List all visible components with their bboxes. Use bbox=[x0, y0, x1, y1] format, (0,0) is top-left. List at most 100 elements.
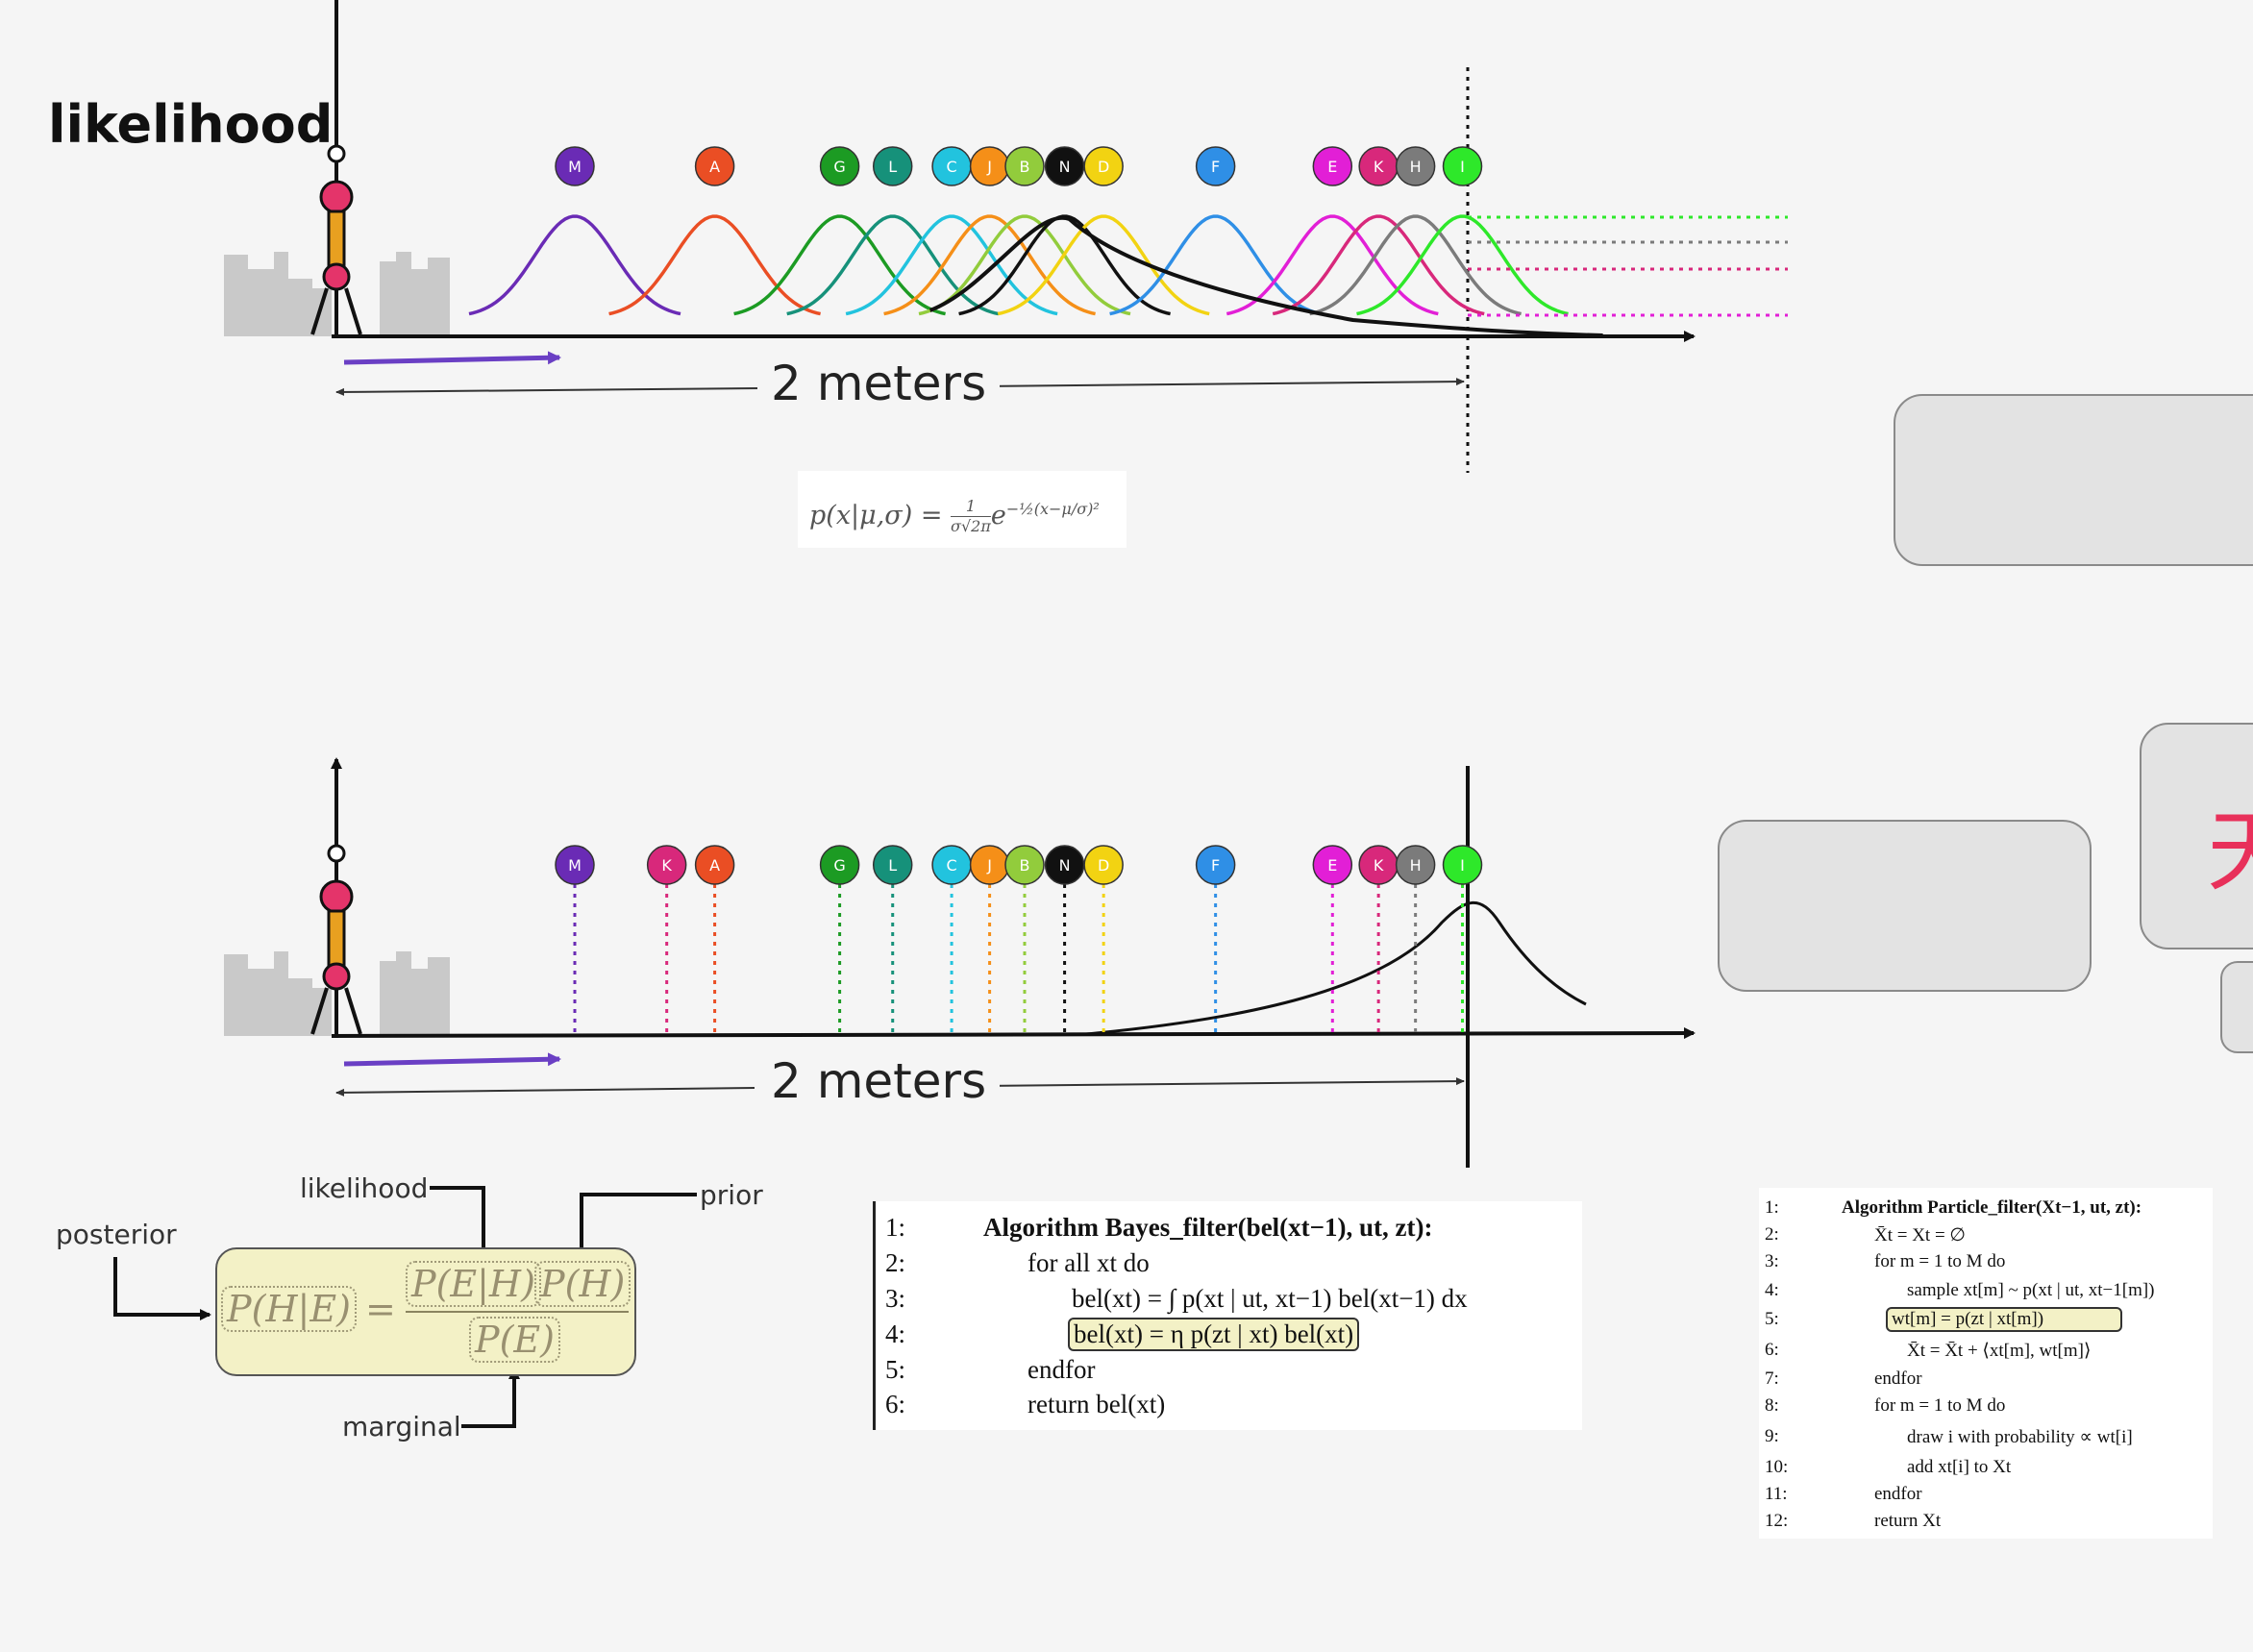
marker-letter: D bbox=[1098, 856, 1109, 875]
likelihood-title: likelihood bbox=[48, 94, 334, 155]
tower-icon-bottom bbox=[310, 844, 362, 1035]
alg-line-highlighted: wt[m] = p(zt | xt[m]) bbox=[1886, 1307, 2122, 1332]
alg-line-number: 5: bbox=[1765, 1309, 1779, 1329]
marker-circle bbox=[1083, 146, 1124, 186]
alg-line-number: 1: bbox=[1765, 1197, 1779, 1218]
alg-line-number: 2: bbox=[885, 1248, 906, 1277]
alg-line-number: 6: bbox=[1765, 1340, 1779, 1360]
marker-letter: L bbox=[888, 856, 897, 875]
alg-line-number: 4: bbox=[885, 1319, 906, 1348]
alg-line: X̄t = X̄t + ⟨xt[m], wt[m]⟩ bbox=[1907, 1341, 2092, 1361]
alg-line: bel(xt) = ∫ p(xt | ut, xt−1) bel(xt−1) d… bbox=[1072, 1284, 1468, 1313]
side-card-4 bbox=[2220, 961, 2253, 1053]
distance-arrow-right-top bbox=[979, 378, 1465, 387]
alg-line: return bel(xt) bbox=[1027, 1390, 1166, 1418]
alg-line: add xt[i] to Xt bbox=[1907, 1457, 2012, 1477]
bayes-arrows bbox=[113, 1186, 697, 1428]
alg-line-number: 6: bbox=[885, 1390, 906, 1418]
alg-line-number: 11: bbox=[1765, 1484, 1788, 1504]
alg-line-number: 3: bbox=[885, 1284, 906, 1313]
alg-line: endfor bbox=[1874, 1484, 1922, 1504]
likelihood-curve-tail bbox=[928, 215, 1603, 337]
marker-circle bbox=[1195, 845, 1236, 885]
likelihood-curve bbox=[608, 214, 821, 316]
alg-line: Algorithm Bayes_filter(bel(xt−1), ut, zt… bbox=[983, 1213, 1433, 1242]
marker-letter: C bbox=[946, 856, 956, 875]
marker-letter: K bbox=[1374, 856, 1384, 875]
marker-letter: F bbox=[1211, 158, 1220, 176]
likelihood-curve bbox=[1309, 214, 1522, 316]
marker-circle bbox=[646, 845, 687, 885]
motion-arrow-bottom bbox=[343, 1052, 561, 1067]
formula-exp-base: e bbox=[990, 501, 1006, 530]
marker-letter: E bbox=[1327, 158, 1337, 176]
marker-circle bbox=[1442, 845, 1483, 885]
marker-letter: B bbox=[1020, 158, 1030, 176]
likelihood-curve bbox=[883, 214, 1096, 316]
marker-letter: J bbox=[986, 158, 992, 176]
likelihood-curve bbox=[468, 214, 681, 316]
marker-circle bbox=[1004, 146, 1045, 186]
marker-circle bbox=[1395, 845, 1436, 885]
posterior-term: P(H|E) bbox=[221, 1286, 357, 1332]
distance-arrow-right-bottom bbox=[979, 1077, 1465, 1087]
marker-letter: K bbox=[1374, 158, 1384, 176]
alg-line: endfor bbox=[1874, 1368, 1922, 1389]
marker-letter: I bbox=[1460, 158, 1465, 176]
side-card-1 bbox=[1894, 394, 2253, 566]
marker-circle bbox=[1442, 146, 1483, 186]
marker-letter: L bbox=[888, 158, 897, 176]
likelihood-curve bbox=[1109, 214, 1322, 316]
marker-circle bbox=[872, 146, 913, 186]
marker-letter: H bbox=[1410, 856, 1422, 875]
alg-line-number: 8: bbox=[1765, 1395, 1779, 1416]
marker-circle bbox=[1004, 845, 1045, 885]
marginal-term: P(E) bbox=[469, 1317, 560, 1363]
distance-arrow-left-bottom bbox=[335, 1087, 755, 1097]
likelihood-curve bbox=[1226, 214, 1439, 316]
marker-letter: A bbox=[709, 158, 720, 176]
marker-circle bbox=[1312, 845, 1353, 885]
marker-circle bbox=[819, 146, 860, 186]
likelihood-curve bbox=[918, 214, 1131, 316]
likelihood-curve bbox=[1272, 214, 1485, 316]
alg-line: sample xt[m] ~ p(xt | ut, xt−1[m]) bbox=[1907, 1280, 2155, 1300]
marker-letter: M bbox=[568, 158, 582, 176]
alg-line-number: 4: bbox=[1765, 1280, 1779, 1300]
marker-letter: E bbox=[1327, 856, 1337, 875]
likelihood-level-lines bbox=[1468, 215, 1788, 317]
alg-line-number: 3: bbox=[1765, 1251, 1779, 1271]
bayes-rule-box: P(H|E) = P(E|H) P(H) P(E) bbox=[215, 1247, 636, 1376]
bayes-filter-algorithm: 1: Algorithm Bayes_filter(bel(xt−1), ut,… bbox=[873, 1201, 1582, 1430]
city-skyline-top bbox=[224, 252, 450, 336]
fraction-bar bbox=[406, 1311, 629, 1313]
marker-letter: K bbox=[661, 856, 672, 875]
distance-arrow-left-top bbox=[335, 387, 760, 396]
formula-lhs: p(x|μ,σ) = bbox=[809, 501, 943, 530]
marker-circle bbox=[555, 146, 595, 186]
alg-line-highlighted: bel(xt) = η p(zt | xt) bel(xt) bbox=[1068, 1318, 1360, 1351]
marker-circle bbox=[555, 845, 595, 885]
particle-filter-algorithm: 1: Algorithm Particle_filter(Xt−1, ut, z… bbox=[1759, 1188, 2213, 1539]
likelihood-curve bbox=[786, 214, 1000, 316]
marker-letter: I bbox=[1460, 856, 1465, 875]
marker-circle bbox=[819, 845, 860, 885]
alg-line-number: 10: bbox=[1765, 1457, 1789, 1477]
motion-arrow-top bbox=[343, 351, 561, 365]
marker-letter: D bbox=[1098, 158, 1109, 176]
side-card-3 bbox=[2140, 723, 2253, 949]
marker-letter: F bbox=[1211, 856, 1220, 875]
alg-line: X̄t = Xt = ∅ bbox=[1874, 1225, 1966, 1245]
distance-label-bottom: 2 meters bbox=[757, 1053, 1001, 1109]
marker-letter: G bbox=[833, 856, 845, 875]
alg-line: draw i with probability ∝ wt[i] bbox=[1907, 1427, 2133, 1447]
city-skyline-bottom bbox=[224, 951, 450, 1036]
likelihood-term: P(E|H) bbox=[406, 1261, 541, 1307]
prior-term: P(H) bbox=[534, 1261, 631, 1307]
likelihood-curve bbox=[997, 214, 1210, 316]
side-card-2 bbox=[1718, 820, 2092, 992]
posterior-label: posterior bbox=[56, 1219, 177, 1250]
